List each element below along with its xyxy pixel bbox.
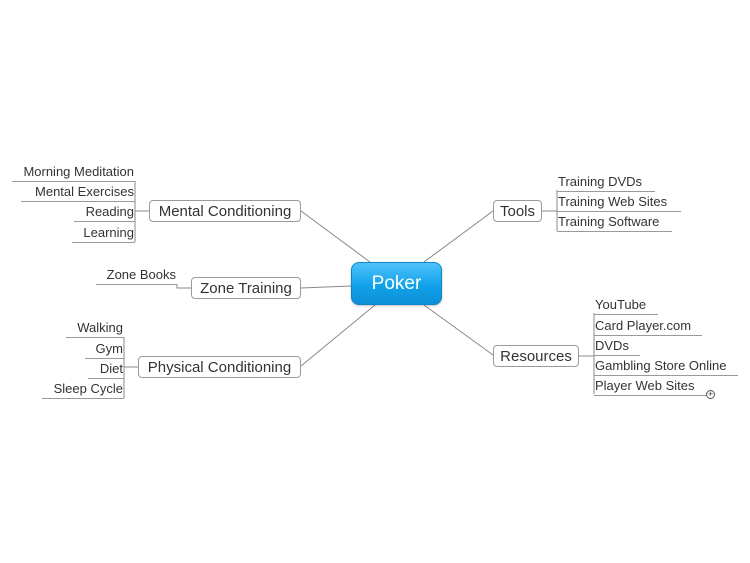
leaf-gym[interactable]: Gym: [85, 341, 124, 359]
leaf-youtube[interactable]: YouTube: [594, 297, 658, 315]
bracket-tools: [542, 190, 558, 231]
leaf-zone-books[interactable]: Zone Books: [96, 267, 177, 285]
leaf-walking[interactable]: Walking: [66, 320, 124, 338]
leaf-morning-meditation[interactable]: Morning Meditation: [12, 164, 135, 182]
connector-mental-conditioning: [300, 210, 371, 263]
branch-zone-training[interactable]: Zone Training: [191, 277, 301, 299]
connector-tools: [423, 210, 494, 263]
connector-resources: [423, 304, 494, 356]
leaf-training-dvds[interactable]: Training DVDs: [557, 174, 655, 192]
leaf-sleep-cycle[interactable]: Sleep Cycle: [42, 381, 124, 399]
bracket-zone-training: [176, 284, 191, 289]
leaf-learning[interactable]: Learning: [72, 225, 135, 243]
plus-circle-icon[interactable]: +: [706, 389, 715, 399]
central-topic[interactable]: Poker: [351, 262, 442, 305]
leaf-player-web-sites[interactable]: Player Web Sites: [594, 378, 706, 396]
leaf-training-software[interactable]: Training Software: [557, 214, 672, 232]
leaf-mental-exercises[interactable]: Mental Exercises: [21, 184, 135, 202]
leaf-dvds[interactable]: DVDs: [594, 338, 640, 356]
bracket-mental-conditioning: [134, 181, 149, 242]
connector-zone-training: [300, 285, 352, 289]
connector-physical-conditioning: [300, 304, 376, 367]
bracket-physical-conditioning: [123, 337, 138, 398]
leaf-training-web-sites[interactable]: Training Web Sites: [557, 194, 681, 212]
branch-physical-conditioning[interactable]: Physical Conditioning: [138, 356, 301, 378]
branch-tools[interactable]: Tools: [493, 200, 542, 222]
leaf-gambling-store-online[interactable]: Gambling Store Online: [594, 358, 738, 376]
bracket-resources: [579, 313, 595, 394]
leaf-diet[interactable]: Diet: [88, 361, 124, 379]
leaf-card-player-com[interactable]: Card Player.com: [594, 318, 702, 336]
branch-resources[interactable]: Resources: [493, 345, 579, 367]
branch-mental-conditioning[interactable]: Mental Conditioning: [149, 200, 301, 222]
leaf-reading[interactable]: Reading: [74, 204, 135, 222]
